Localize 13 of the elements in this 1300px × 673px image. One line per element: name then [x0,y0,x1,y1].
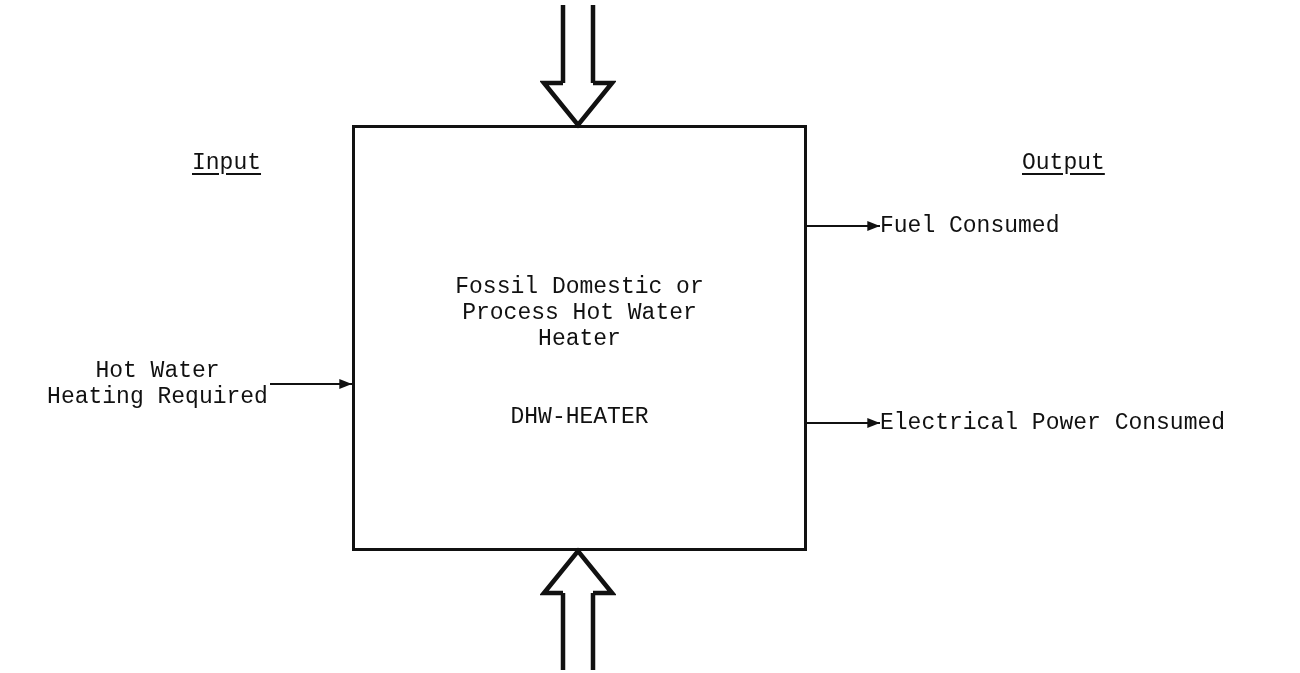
arrow [806,221,881,232]
io-text: Electrical Power Consumed [880,410,1280,436]
box-code: DHW-HEATER [509,404,650,430]
hollow-arrow [541,548,615,673]
arrow [269,379,353,390]
io-text: Hot Water Heating Required [45,358,270,410]
hollow-arrow [541,2,615,128]
column-heading: Output [1022,150,1105,176]
io-text: Fuel Consumed [880,213,1080,239]
heater-box [352,125,807,551]
arrow [806,418,881,429]
column-heading: Input [192,150,261,176]
box-title: Fossil Domestic or Process Hot Water Heater [454,274,705,352]
